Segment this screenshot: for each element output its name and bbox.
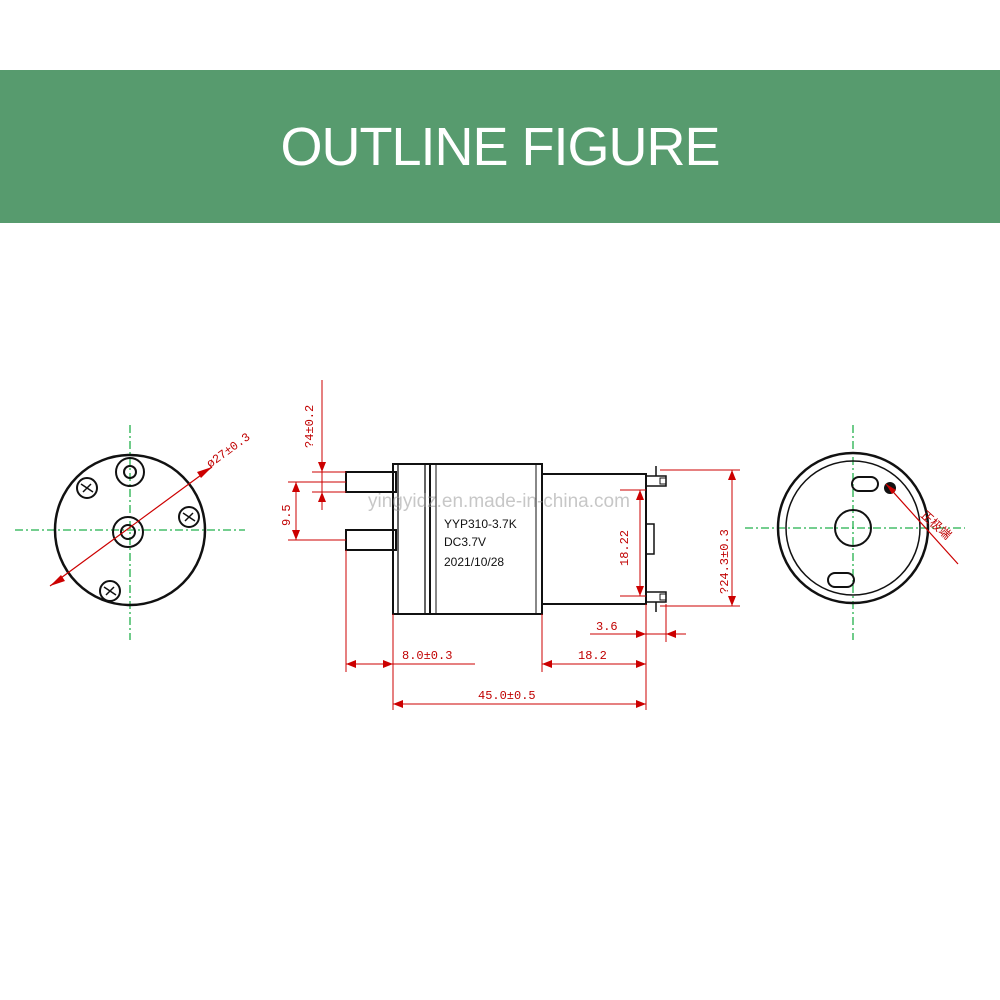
date-label: 2021/10/28 [444,555,504,569]
terminal-gap-dimension [620,489,646,597]
back-terminal-slot-bottom [827,572,855,588]
front-diameter-arrow-a [50,575,65,586]
front-diameter-label: ø27±0.3 [204,430,253,471]
nozzle-diameter-label: ?4±0.2 [303,405,317,448]
motor-end-boss [645,523,655,555]
terminal-top [645,466,667,487]
motor-length-label: 18.2 [578,649,607,663]
polarity-arrow [886,484,896,494]
back-bearing-boss [834,509,872,547]
nozzle-gap-dimension [288,481,346,541]
terminal-length-dimension [590,604,686,642]
front-diameter-leader [49,466,213,587]
front-screw-top [115,457,145,487]
page-title: OUTLINE FIGURE [280,116,720,177]
total-length-dimension [393,700,646,708]
terminal-bottom [645,591,667,612]
front-housing-outline [53,453,207,607]
upper-nozzle [345,471,397,493]
height-label: ?24.3±0.3 [718,529,732,594]
side-view: YYP310-3.7K DC3.7V 2021/10/28 yingyidz.e… [280,380,740,710]
back-inner-rim [785,460,921,596]
polarity-leader [885,483,959,565]
front-view: ø27±0.3 [15,425,253,640]
nozzle-length-dimension [345,550,475,710]
terminal-length-label: 3.6 [596,620,618,634]
lower-nozzle [345,529,397,551]
front-diameter-arrow-b [197,467,212,478]
nozzle-gap-label: 9.5 [280,504,294,526]
watermark: yingyidz.en.made-in-china.com [368,491,630,512]
nozzle-length-label: 8.0±0.3 [402,649,452,663]
back-view: 正极端 [745,425,965,640]
motor-length-dimension [541,604,647,710]
back-terminal-slot-top [851,476,879,492]
front-screw-left [76,477,98,499]
nozzle-diameter-dimension [312,380,346,510]
voltage-label: DC3.7V [444,535,486,549]
height-dimension [660,469,740,607]
front-screw-right [178,506,200,528]
terminal-gap-label: 18.22 [618,530,632,566]
back-housing-outline [776,451,930,605]
front-screw-bottom [99,580,121,602]
front-center-boss [112,516,144,548]
header-banner: OUTLINE FIGURE [0,70,1000,223]
total-length-label: 45.0±0.5 [478,689,536,703]
model-label: YYP310-3.7K [444,517,517,531]
